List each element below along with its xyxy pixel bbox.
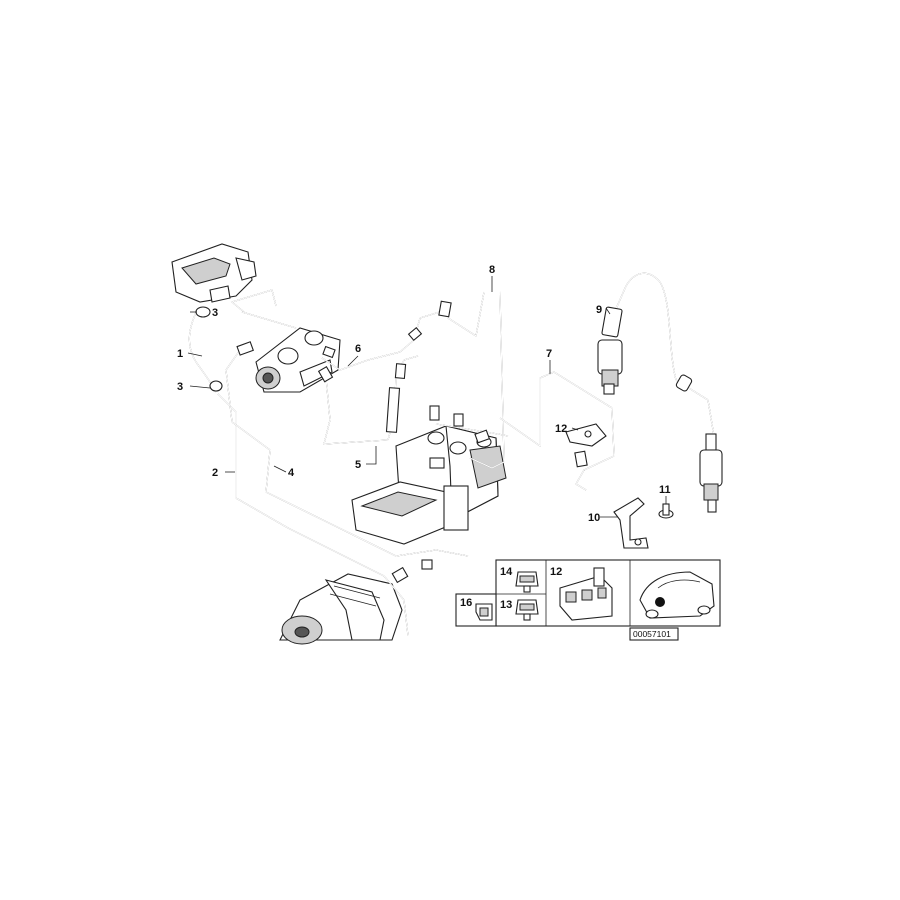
nut-15 [515, 571, 539, 593]
callout-16: 16 [460, 597, 472, 609]
reference-code: 00057101 [633, 629, 671, 639]
brake-pipes [188, 272, 715, 637]
callout-11: 11 [659, 484, 671, 496]
bolt-11 [658, 503, 674, 519]
callout-labels: 1 2 3 3 4 5 6 7 8 9 10 11 12 [177, 264, 671, 524]
callout-leaders [187, 276, 667, 518]
pipe-fittings [195, 300, 723, 584]
nut-14 [515, 599, 539, 621]
callout-4: 4 [288, 467, 295, 479]
location-dot-icon [655, 597, 665, 607]
callout-1: 1 [177, 348, 183, 360]
callout-5: 5 [355, 459, 361, 471]
abs-hydraulic-unit [351, 425, 507, 545]
callout-6: 6 [355, 343, 361, 355]
callout-9: 9 [596, 304, 602, 316]
small-parts-inset: 16 14 13 12 [455, 559, 721, 641]
brake-fluid-reservoir [171, 243, 257, 303]
car-location-thumbnail [639, 571, 715, 619]
pipe-holder-13 [559, 567, 613, 621]
callout-7: 7 [546, 348, 552, 360]
callout-3-top: 3 [212, 307, 218, 319]
callout-15: 14 [500, 566, 513, 578]
brake-booster [279, 573, 403, 645]
callout-2: 2 [212, 467, 218, 479]
bracket-12 [565, 423, 607, 447]
callout-12: 12 [555, 423, 567, 435]
callout-10: 10 [588, 512, 600, 524]
callout-8: 8 [489, 264, 495, 276]
callout-3-left: 3 [177, 381, 183, 393]
clip-16 [475, 603, 493, 621]
callout-14: 13 [500, 599, 512, 611]
master-cylinder [255, 327, 341, 393]
bracket-10 [613, 497, 649, 549]
callout-13: 12 [550, 566, 562, 578]
